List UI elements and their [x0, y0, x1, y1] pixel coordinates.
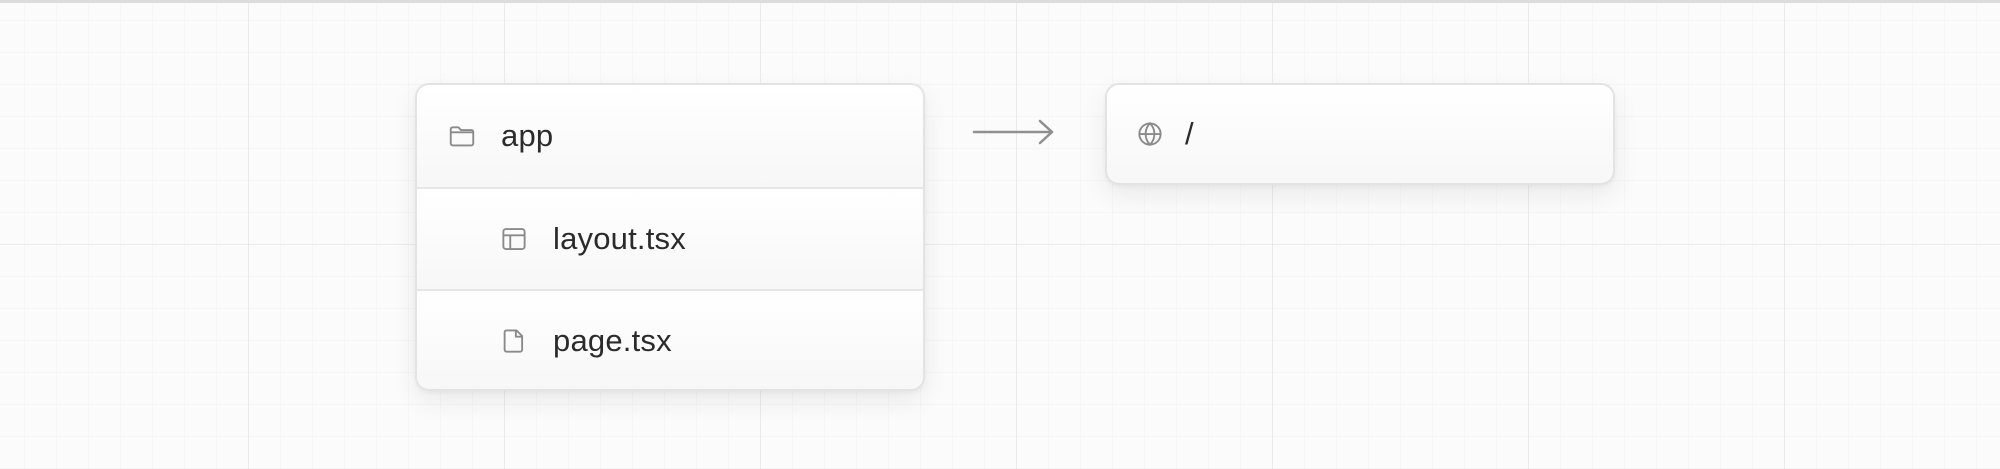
arrow-right-icon	[972, 119, 1054, 145]
route-url-box: /	[1105, 83, 1615, 185]
layout-icon	[499, 224, 529, 254]
file-label-layout: layout.tsx	[553, 221, 686, 256]
file-row-layout[interactable]: layout.tsx	[417, 187, 923, 289]
folder-icon	[447, 121, 477, 151]
file-row-page[interactable]: page.tsx	[417, 289, 923, 389]
folder-label: app	[501, 118, 554, 153]
file-tree-card: app layout.tsx page.tsx	[415, 83, 925, 391]
globe-icon	[1135, 119, 1165, 149]
top-divider	[0, 0, 2000, 3]
file-label-page: page.tsx	[553, 323, 672, 358]
file-icon	[499, 326, 529, 356]
route-path: /	[1185, 116, 1194, 151]
folder-row-app[interactable]: app	[417, 85, 923, 187]
